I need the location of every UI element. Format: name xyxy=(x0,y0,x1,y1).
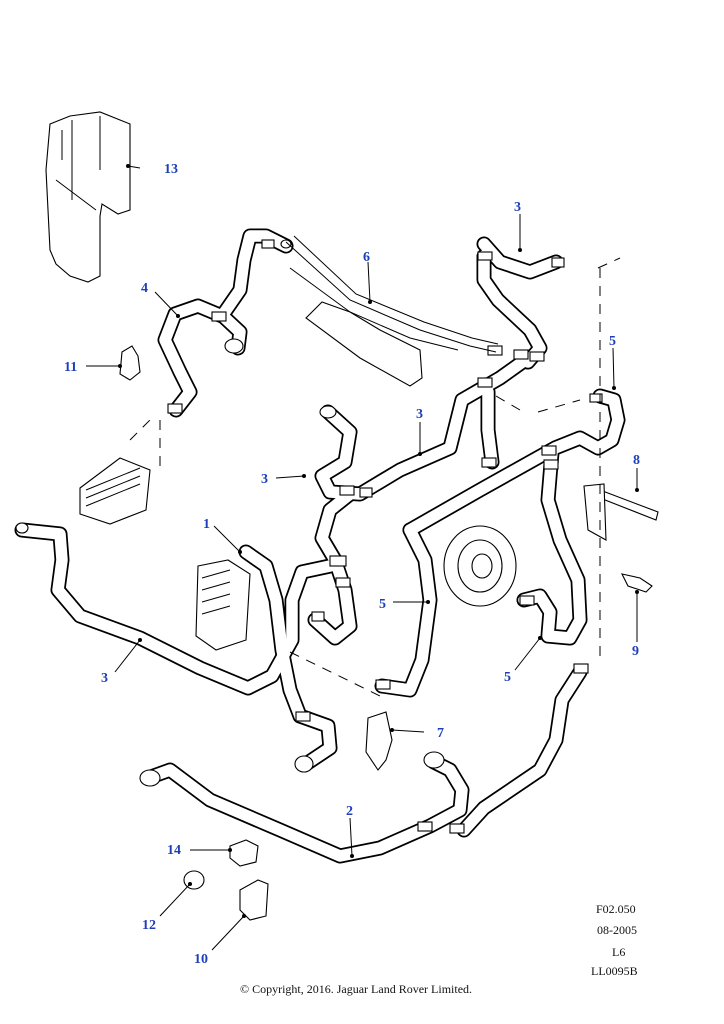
clip xyxy=(481,457,497,468)
clip xyxy=(519,595,535,606)
hose-end xyxy=(423,751,445,769)
figure-code: F02.050 xyxy=(596,902,636,916)
callout-4: 4 xyxy=(141,281,148,296)
part-13-shroud xyxy=(45,111,131,283)
clip xyxy=(529,351,545,362)
engine-variant: L6 xyxy=(612,945,625,959)
callout-7: 7 xyxy=(437,726,444,741)
copyright-text: © Copyright, 2016. Jaguar Land Rover Lim… xyxy=(240,982,472,996)
hose-end xyxy=(224,338,244,354)
callout-5-bottom: 5 xyxy=(504,670,511,685)
part-14-clip xyxy=(229,839,259,867)
clip xyxy=(543,459,559,470)
callout-3-mid: 3 xyxy=(416,407,423,422)
clip xyxy=(541,445,557,456)
callout-3-bottom: 3 xyxy=(101,671,108,686)
clip xyxy=(449,823,465,834)
clip xyxy=(261,239,275,249)
pipe-6-lower xyxy=(289,267,459,351)
drawing-meta: F02.050 08-2005 L6 LL0095B xyxy=(591,902,638,978)
clip xyxy=(477,251,493,261)
callout-3-left: 3 xyxy=(261,472,268,487)
clip xyxy=(359,487,373,498)
clip xyxy=(513,349,529,360)
hose-end xyxy=(139,769,161,787)
drawing-date: 08-2005 xyxy=(597,923,637,937)
hose-clips xyxy=(167,239,603,834)
part-7-sensor xyxy=(365,711,393,771)
clip xyxy=(589,393,603,403)
callout-8: 8 xyxy=(633,453,640,468)
clip xyxy=(211,311,227,322)
part-8-rod xyxy=(599,489,659,521)
clip xyxy=(551,257,565,268)
callout-9: 9 xyxy=(632,644,639,659)
pipe-6-assembly xyxy=(285,235,499,387)
pipe-6-outer xyxy=(293,235,499,345)
clip xyxy=(339,485,355,496)
callout-3-top: 3 xyxy=(514,200,521,215)
callout-12: 12 xyxy=(142,918,156,933)
callout-13: 13 xyxy=(164,162,178,177)
callout-5-mid: 5 xyxy=(379,597,386,612)
part-9-bolt xyxy=(620,573,653,593)
leaders xyxy=(86,164,639,951)
hose-ends xyxy=(15,239,445,787)
clip xyxy=(477,377,493,388)
hose-end xyxy=(294,755,314,773)
hose-end xyxy=(280,239,292,249)
pipe-6 xyxy=(285,241,497,353)
clip xyxy=(167,403,183,414)
part-10-bracket xyxy=(239,879,269,921)
callouts: 13 4 11 6 3 5 3 3 8 1 5 9 3 5 7 2 14 12 … xyxy=(64,162,640,967)
clip xyxy=(335,577,351,588)
pipe-6-bracket xyxy=(305,301,423,387)
clip xyxy=(573,663,589,674)
hose-end xyxy=(319,405,337,419)
part-11-clip xyxy=(119,345,141,381)
oil-cooler-upper xyxy=(79,457,151,525)
reference-lines xyxy=(129,257,621,697)
clip xyxy=(329,555,347,567)
clip xyxy=(375,679,391,690)
drawing-ref: LL0095B xyxy=(591,964,638,978)
oil-cooler-lower xyxy=(195,559,251,651)
callout-11: 11 xyxy=(64,360,77,375)
clip xyxy=(295,711,311,722)
water-pump xyxy=(443,525,517,607)
callout-5-top: 5 xyxy=(609,334,616,349)
part-12-grommet xyxy=(183,870,205,890)
callout-2: 2 xyxy=(346,804,353,819)
clip xyxy=(417,821,433,832)
hose-end xyxy=(15,522,29,534)
callout-6: 6 xyxy=(363,250,370,265)
clip xyxy=(311,611,325,622)
hose-group xyxy=(14,228,626,864)
callout-1: 1 xyxy=(203,517,210,532)
callout-14: 14 xyxy=(167,843,181,858)
callout-10: 10 xyxy=(194,952,208,967)
